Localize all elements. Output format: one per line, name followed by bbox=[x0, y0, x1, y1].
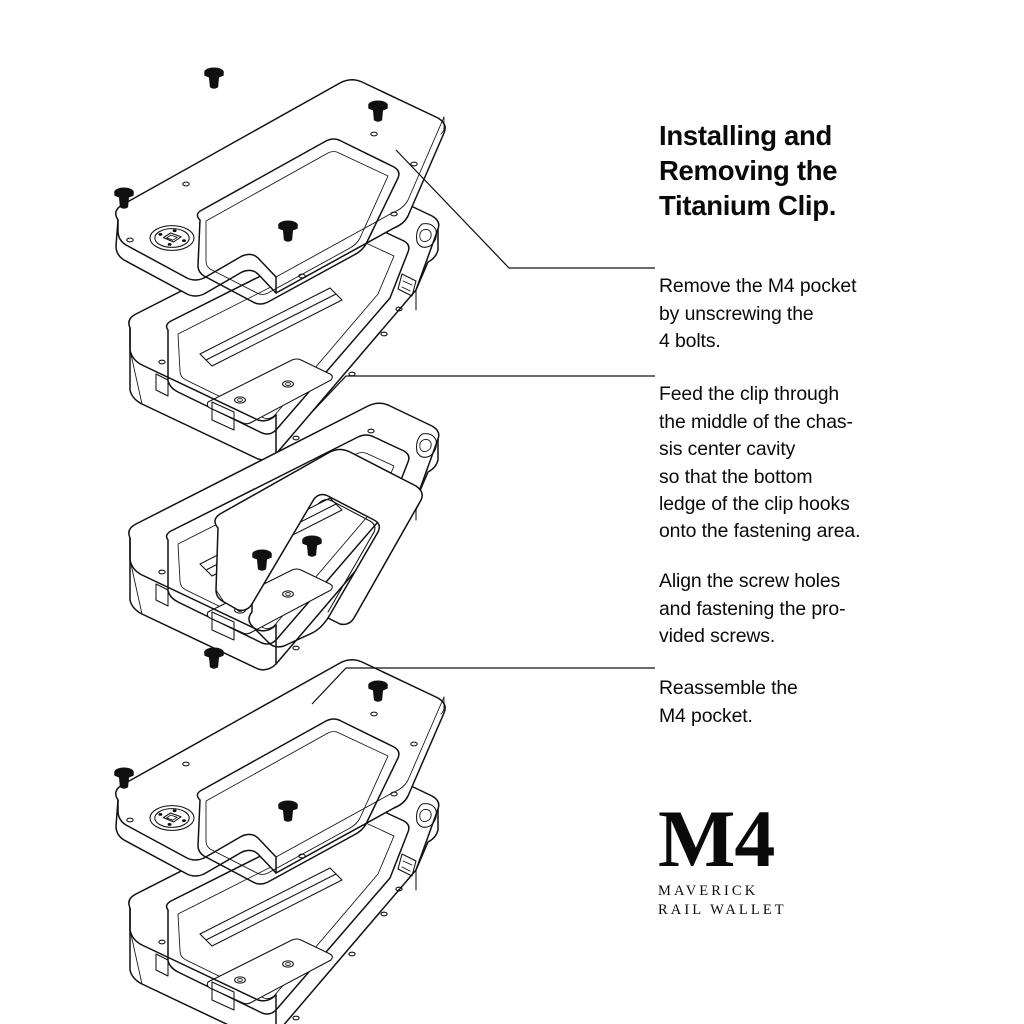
figure-clip-installed bbox=[129, 403, 439, 670]
step-remove-pocket: Remove the M4 pocket by unscrewing the 4… bbox=[659, 275, 857, 353]
instruction-text-column: Installing and Removing the Titanium Cli… bbox=[659, 0, 959, 1024]
leader-line-step-1 bbox=[395, 149, 655, 269]
leader-line-step-2 bbox=[311, 375, 655, 413]
step-align-screws: Align the screw holes and fastening the … bbox=[659, 570, 846, 648]
logo-subtitle: MAVERICK RAIL WALLET bbox=[658, 883, 787, 918]
step-reassemble: Reassemble the M4 pocket. bbox=[659, 677, 798, 727]
logo-wordmark: M4 bbox=[658, 793, 775, 884]
leader-lines bbox=[311, 149, 655, 705]
brand-logo: M4 MAVERICK RAIL WALLET bbox=[658, 793, 828, 920]
figure-exploded-top bbox=[114, 67, 445, 461]
page-title: Installing and Removing the Titanium Cli… bbox=[659, 120, 838, 222]
figure-reassembled bbox=[114, 647, 445, 1024]
leader-line-step-4 bbox=[311, 667, 655, 705]
step-feed-clip: Feed the clip through the middle of the … bbox=[659, 383, 861, 543]
